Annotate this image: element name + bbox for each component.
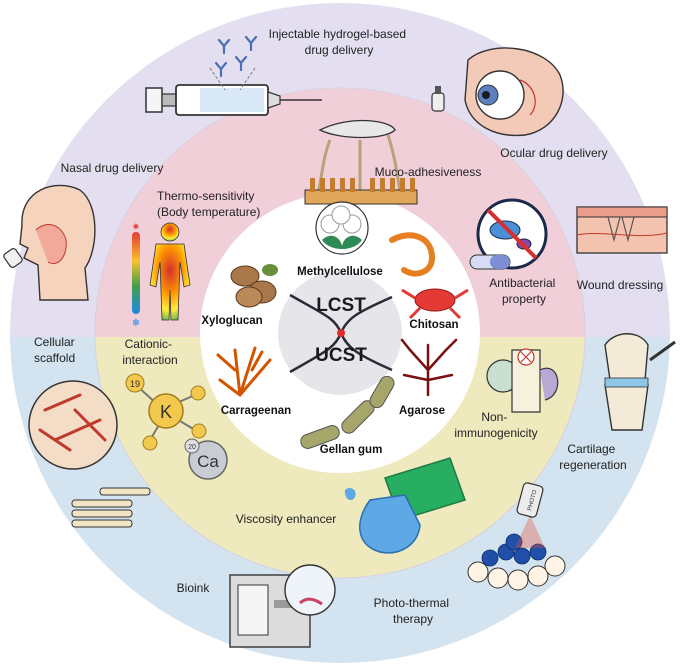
photothermal-line-2: therapy bbox=[393, 612, 433, 626]
skin-wound-illustration bbox=[576, 206, 668, 254]
cationic-line-1: Cationic- bbox=[125, 337, 172, 351]
red-seaweed-icon bbox=[216, 346, 272, 397]
knee-joint-illustration bbox=[604, 333, 676, 431]
cationic-line-2: interaction bbox=[122, 353, 177, 367]
thermo-line-1: Thermo-sensitivity bbox=[157, 189, 254, 203]
cartilage-line-2: regeneration bbox=[559, 458, 626, 472]
ocular-label: Ocular drug delivery bbox=[500, 146, 607, 160]
mucus-illustration bbox=[304, 119, 418, 205]
nasal-head-illustration bbox=[3, 184, 96, 301]
carrageenan-label: Carrageenan bbox=[221, 405, 291, 417]
calcium-symbol: Ca bbox=[197, 452, 219, 471]
viscosity-enhancer-label: Viscosity enhancer bbox=[236, 512, 337, 526]
injectable-label: Injectable hydrogel-based drug delivery bbox=[269, 27, 410, 57]
human-body-heatmap bbox=[149, 222, 191, 321]
eye-illustration bbox=[431, 47, 564, 137]
agarose-seaweed-icon bbox=[400, 338, 458, 397]
photo-device-label: PHOTO bbox=[527, 489, 538, 511]
cellular-scaffold-label: Cellular scaffold bbox=[34, 335, 78, 365]
photothermal-line-1: Photo-thermal bbox=[374, 596, 449, 610]
tamarind-icon bbox=[230, 264, 278, 308]
thermo-scale-bar: ✷ ❄ bbox=[132, 222, 140, 329]
thermo-sensitivity-label: Thermo-sensitivity (Body temperature) bbox=[157, 189, 260, 219]
nasal-label: Nasal drug delivery bbox=[61, 161, 164, 175]
methylcellulose-label: Methylcellulose bbox=[297, 266, 383, 278]
lcst-ucst-curves bbox=[289, 293, 393, 374]
svg-text:❄: ❄ bbox=[132, 318, 140, 329]
cellular-scaffold-illustration bbox=[28, 380, 151, 528]
antibacterial-line-2: property bbox=[502, 292, 546, 306]
cartilage-label: Cartilage regeneration bbox=[559, 442, 626, 472]
svg-text:✷: ✷ bbox=[132, 222, 140, 233]
photothermal-illustration: PHOTO bbox=[467, 482, 566, 591]
potassium-number: 19 bbox=[130, 379, 140, 389]
immune-cell-illustration bbox=[486, 348, 559, 413]
gellan-gum-bacteria-icon bbox=[300, 375, 395, 449]
polymer-labels: Methylcellulose Xyloglucan Chitosan Carr… bbox=[201, 266, 458, 456]
viscosity-gel-illustration bbox=[344, 457, 466, 554]
agarose-label: Agarose bbox=[399, 405, 445, 417]
critical-point-marker bbox=[337, 329, 345, 337]
middle-ring-border bbox=[94, 87, 586, 579]
photothermal-label: Photo-thermal therapy bbox=[374, 596, 453, 626]
middle-ring-labels: Thermo-sensitivity (Body temperature) Mu… bbox=[122, 165, 558, 526]
antibacterial-label: Antibacterial property bbox=[489, 276, 558, 306]
shrimp-crab-icon bbox=[389, 232, 469, 320]
bioprinter-illustration bbox=[229, 564, 336, 648]
nonimmuno-line-2: immunogenicity bbox=[454, 426, 537, 440]
xyloglucan-label: Xyloglucan bbox=[201, 315, 262, 327]
injectable-line-2: drug delivery bbox=[305, 43, 374, 57]
cellular-line-1: Cellular bbox=[34, 335, 75, 349]
antibacterial-illustration bbox=[469, 198, 548, 270]
wound-dressing-label: Wound dressing bbox=[577, 278, 664, 292]
bioink-label: Bioink bbox=[177, 581, 211, 595]
ion-illustration: K 19 Ca 20 bbox=[125, 373, 228, 480]
lcst-label: LCST bbox=[316, 295, 366, 316]
gellan-gum-label: Gellan gum bbox=[320, 444, 383, 456]
injectable-line-1: Injectable hydrogel-based bbox=[269, 27, 406, 41]
syringe-illustration bbox=[145, 35, 322, 116]
nonimmuno-line-1: Non- bbox=[481, 410, 507, 424]
antibacterial-line-1: Antibacterial bbox=[489, 276, 555, 290]
cationic-label: Cationic- interaction bbox=[122, 337, 177, 367]
muco-adhesiveness-label: Muco-adhesiveness bbox=[375, 165, 482, 179]
thermo-line-2: (Body temperature) bbox=[157, 205, 260, 219]
cellular-line-2: scaffold bbox=[34, 351, 75, 365]
ucst-label: UCST bbox=[315, 345, 367, 366]
non-immunogenicity-label: Non- immunogenicity bbox=[454, 410, 537, 440]
potassium-symbol: K bbox=[160, 402, 172, 422]
calcium-number: 20 bbox=[188, 444, 196, 451]
chitosan-label: Chitosan bbox=[409, 319, 458, 331]
cartilage-line-1: Cartilage bbox=[567, 442, 615, 456]
cotton-plant-icon bbox=[315, 201, 369, 255]
outer-ring-labels: Injectable hydrogel-based drug delivery … bbox=[34, 27, 663, 626]
